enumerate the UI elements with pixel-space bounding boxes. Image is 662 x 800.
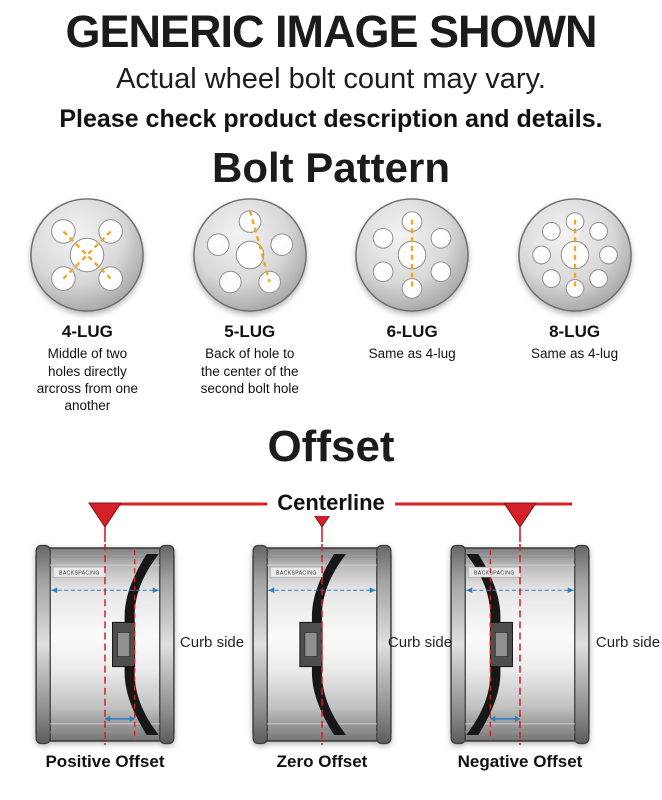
svg-text:BACKSPACING: BACKSPACING xyxy=(276,571,317,577)
page-subtitle: Actual wheel bolt count may vary. xyxy=(116,63,546,96)
8-lug-diagram xyxy=(496,196,654,314)
bolt-pattern-figure-5-lug: 5-LUG Back of hole to the center of the … xyxy=(171,196,329,414)
bolt-pattern-figure-6-lug: 6-LUG Same as 4-lug xyxy=(333,196,491,414)
curb-side-label: Curb side xyxy=(595,634,661,652)
page-note: Please check product description and det… xyxy=(59,105,603,134)
wheel-zero-offset: BACKSPACING xyxy=(244,544,400,746)
lug-count-label: 4-LUG xyxy=(61,322,113,342)
curb-side-label: Curb side xyxy=(387,634,453,652)
wheel-cross-section: BACKSPACING xyxy=(27,544,183,746)
6-lug-diagram xyxy=(333,196,491,314)
wheel-positive-offset: BACKSPACING xyxy=(27,544,183,746)
wheel-cross-section: BACKSPACING xyxy=(442,544,598,746)
wheel-label-zero: Zero Offset xyxy=(276,752,368,772)
lug-count-label: 6-LUG xyxy=(386,322,438,342)
page-title: GENERIC IMAGE SHOWN xyxy=(65,6,597,57)
5-lug-diagram xyxy=(171,196,329,314)
header: GENERIC IMAGE SHOWN Actual wheel bolt co… xyxy=(0,0,662,134)
centerline-arrow-icon xyxy=(503,502,537,543)
offset-diagram: Centerline BACKSPACING BACKSPACING BACKS… xyxy=(0,474,662,778)
lug-description: Same as 4-lug xyxy=(368,346,456,362)
bolt-pattern-figure-4-lug: 4-LUG Middle of two holes directly arcro… xyxy=(8,196,166,414)
lug-description: Back of hole to the center of the second… xyxy=(200,346,299,396)
lug-description: Middle of two holes directly arcross fro… xyxy=(36,346,139,414)
wheel-label-negative: Negative Offset xyxy=(457,752,583,772)
bolt-pattern-row: 4-LUG Middle of two holes directly arcro… xyxy=(0,196,662,414)
bolt-pattern-heading: Bolt Pattern xyxy=(211,144,450,192)
wheel-negative-offset: BACKSPACING xyxy=(442,544,598,746)
svg-text:BACKSPACING: BACKSPACING xyxy=(59,571,100,577)
wheel-cross-section: BACKSPACING xyxy=(244,544,400,746)
offset-heading: Offset xyxy=(267,422,395,472)
centerline-arrow-icon xyxy=(88,502,122,543)
lug-count-label: 8-LUG xyxy=(549,322,601,342)
centerline-label: Centerline xyxy=(267,490,395,517)
4-lug-diagram xyxy=(8,196,166,314)
lug-count-label: 5-LUG xyxy=(224,322,276,342)
wheel-label-positive: Positive Offset xyxy=(45,752,165,772)
svg-text:BACKSPACING: BACKSPACING xyxy=(474,571,515,577)
bolt-pattern-figure-8-lug: 8-LUG Same as 4-lug xyxy=(496,196,654,414)
curb-side-label: Curb side xyxy=(179,634,245,652)
lug-description: Same as 4-lug xyxy=(531,346,619,362)
